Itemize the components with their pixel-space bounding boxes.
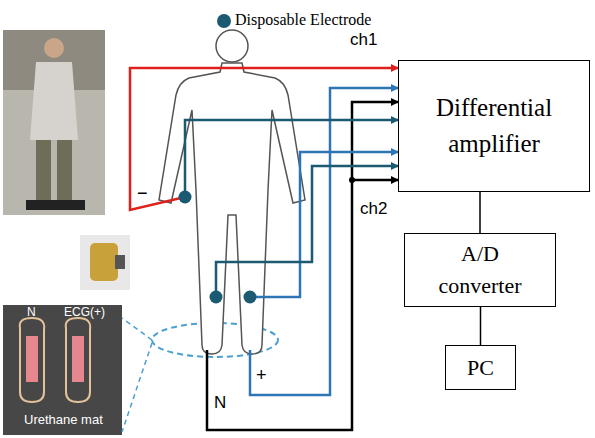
connector-line [479, 192, 481, 233]
junction-dot [349, 177, 355, 183]
leader-line [122, 343, 152, 432]
box-text: PC [467, 352, 494, 384]
legend-swatch [217, 14, 231, 28]
pc-box: PC [445, 345, 516, 390]
electrode-photo [80, 235, 130, 290]
signal-name: N [214, 394, 226, 413]
converter-box: A/D converter [404, 233, 556, 307]
polarity-label: + [256, 366, 267, 386]
polarity-label: − [137, 184, 148, 204]
channel-label: ch2 [360, 200, 387, 219]
amplifier-box: Differential amplifier [398, 60, 590, 192]
leader-line [122, 318, 152, 340]
connector-line [480, 307, 482, 345]
photo-label: ECG(+) [64, 306, 105, 319]
photo-label: N [27, 306, 36, 319]
legend-text: Disposable Electrode [235, 11, 371, 29]
body-outline [159, 63, 305, 354]
electrode-dots [179, 191, 257, 304]
signal-wires [130, 68, 398, 430]
body-head [216, 30, 248, 62]
box-text: A/D converter [425, 238, 535, 302]
channel-label: ch1 [350, 31, 377, 50]
photo-label: Urethane mat [24, 413, 103, 427]
mat-photo [3, 305, 122, 435]
box-text: Differential amplifier [409, 90, 579, 163]
person-photo [3, 30, 105, 215]
